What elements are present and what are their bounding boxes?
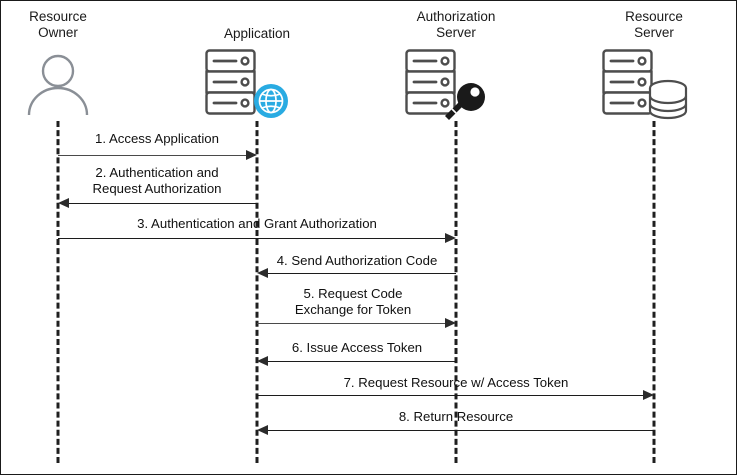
message-line-8 — [268, 430, 654, 431]
lifeline-application — [255, 121, 259, 463]
lifeline-resource-server — [652, 121, 656, 463]
actor-title-resource-owner: Resource Owner — [29, 9, 87, 40]
database-glyph — [648, 79, 688, 120]
server-rack-database-icon — [602, 49, 692, 120]
message-arrowhead-7 — [643, 390, 654, 400]
actor-title-authorization-server: Authorization Server — [416, 9, 496, 40]
message-label-1: 1. Access Application — [95, 131, 219, 146]
message-line-5 — [257, 323, 445, 324]
message-label-7: 7. Request Resource w/ Access Token — [343, 375, 569, 390]
message-label-5: 5. Request Code Exchange for Token — [294, 286, 412, 317]
message-arrowhead-4 — [257, 268, 268, 278]
message-line-1 — [58, 155, 246, 156]
message-arrowhead-3 — [445, 233, 456, 243]
message-arrowhead-6 — [257, 356, 268, 366]
message-arrowhead-1 — [246, 150, 257, 160]
message-label-4: 4. Send Authorization Code — [276, 253, 438, 268]
message-arrowhead-2 — [58, 198, 69, 208]
message-line-4 — [268, 273, 456, 274]
actor-title-resource-server: Resource Server — [625, 9, 683, 40]
message-arrowhead-8 — [257, 425, 268, 435]
message-line-7 — [257, 395, 643, 396]
person-icon — [26, 53, 90, 116]
message-arrowhead-5 — [445, 318, 456, 328]
server-rack-key-icon — [405, 49, 495, 121]
message-label-8: 8. Return Resource — [398, 409, 514, 424]
message-line-6 — [268, 361, 456, 362]
server-rack-globe-icon — [205, 49, 295, 119]
message-line-3 — [58, 238, 445, 239]
message-label-2: 2. Authentication and Request Authorizat… — [92, 165, 222, 196]
message-label-3: 3. Authentication and Grant Authorizatio… — [137, 216, 377, 231]
message-label-6: 6. Issue Access Token — [291, 340, 423, 355]
actor-title-application: Application — [223, 26, 291, 41]
key-glyph — [445, 83, 485, 120]
lifeline-authorization-server — [454, 121, 458, 463]
lifeline-resource-owner — [56, 121, 60, 463]
message-line-2 — [69, 203, 257, 204]
